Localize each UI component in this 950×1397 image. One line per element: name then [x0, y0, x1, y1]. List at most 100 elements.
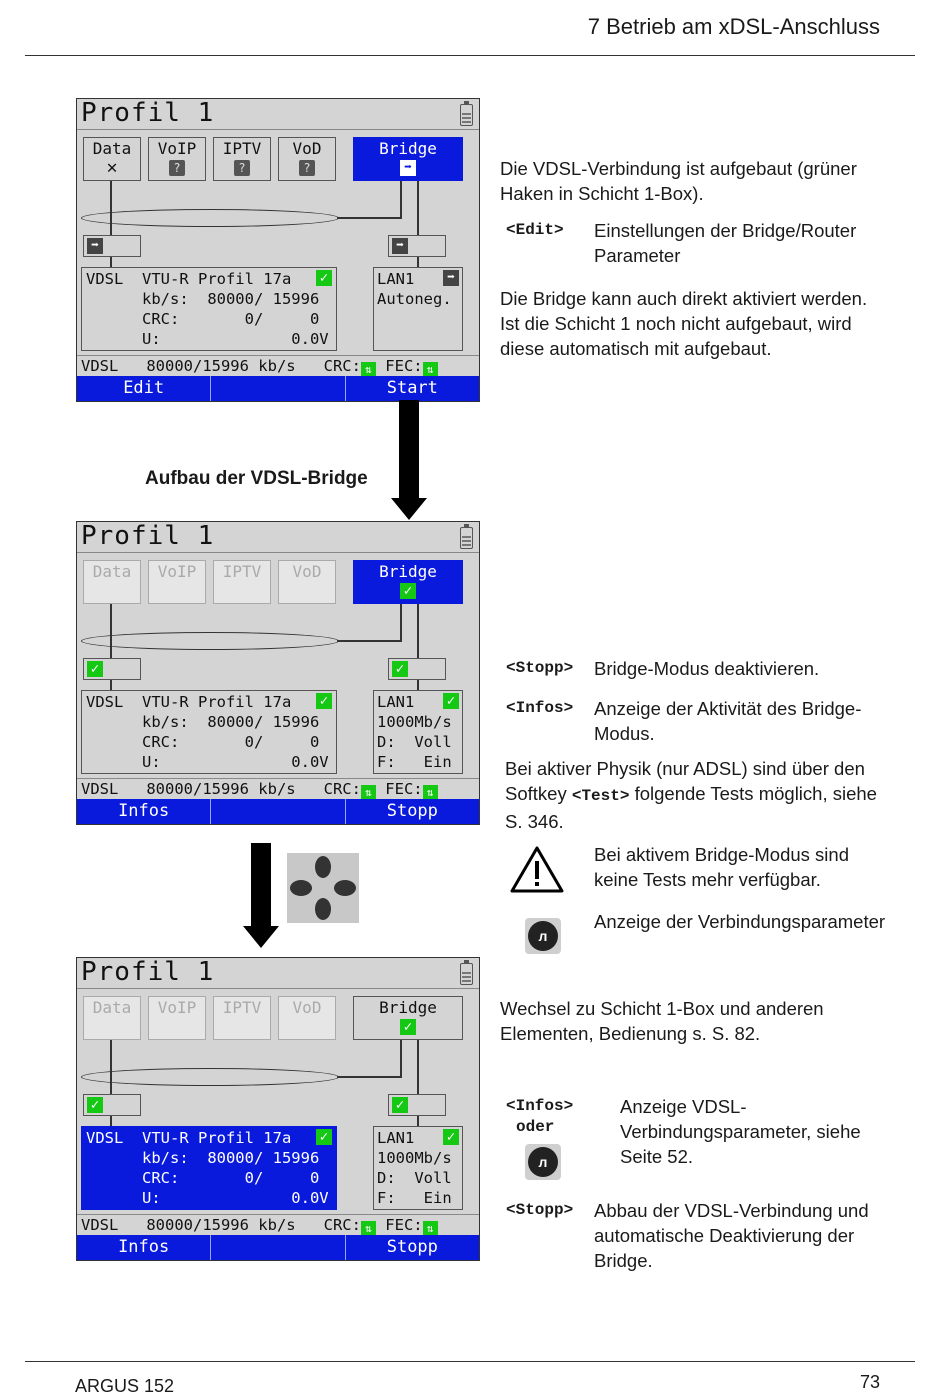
question-icon: ?	[299, 160, 315, 176]
key-edit: <Edit>	[506, 221, 564, 239]
check-icon: ✓	[400, 583, 416, 599]
softkey-stopp[interactable]: Stopp	[386, 801, 438, 821]
updown-icon: ⇅	[360, 1221, 376, 1236]
connector-line	[337, 217, 401, 219]
softkey-infos[interactable]: Infos	[77, 1235, 212, 1260]
footer-rule	[25, 1361, 915, 1362]
arrow-right-icon: ➡	[392, 238, 408, 254]
stopp2-description: Abbau der VDSL-Verbindung und automatisc…	[594, 1200, 869, 1271]
softkey-bar: Infos Stopp	[77, 799, 479, 824]
connector-line	[110, 604, 112, 690]
bus-oval	[81, 632, 339, 650]
updown-icon: ⇅	[360, 785, 376, 800]
check-icon: ✓	[87, 661, 103, 677]
connector-line	[417, 181, 419, 267]
screen-title: Profil 1	[81, 98, 215, 128]
function-key-icon: л	[525, 918, 561, 954]
tab-bridge[interactable]: Bridge➡	[353, 137, 463, 181]
connector-line	[400, 604, 402, 642]
connector-line	[337, 640, 401, 642]
oder-label: oder	[516, 1118, 555, 1136]
status-bar: VDSL 80000/15996 kb/s CRC:⇅ FEC:⇅	[77, 1214, 479, 1236]
tab-iptv[interactable]: IPTV?	[213, 137, 271, 181]
question-icon: ?	[169, 160, 185, 176]
tab-vod[interactable]: VoD?	[278, 137, 336, 181]
vdsl-params-box[interactable]: VDSL VTU-R Profil 17a kb/s: 80000/ 15996…	[81, 690, 337, 774]
tab-data[interactable]: Data	[83, 996, 141, 1040]
lan-status-box[interactable]: ✓	[388, 1094, 446, 1116]
tab-data[interactable]: Data✕	[83, 137, 141, 181]
connector-line	[110, 1040, 112, 1126]
bus-oval	[81, 209, 339, 227]
device-screen-1: Profil 1 Data✕ VoIP? IPTV? VoD? Bridge➡ …	[76, 98, 480, 402]
battery-icon	[460, 960, 473, 985]
softkey-infos[interactable]: Infos	[77, 799, 212, 824]
flow-arrow-head	[391, 498, 427, 520]
check-icon: ✓	[87, 1097, 103, 1113]
device-screen-2: Profil 1 Data VoIP IPTV VoD Bridge✓ ✓ ✓ …	[76, 521, 480, 825]
softkey-empty[interactable]	[211, 376, 346, 401]
screen-title: Profil 1	[81, 957, 215, 987]
updown-icon: ⇅	[422, 362, 438, 377]
infos-description: Anzeige der Aktivität des Bridge-Modus.	[594, 698, 862, 744]
lan-status-box[interactable]: ➡	[388, 235, 446, 257]
softkey-empty[interactable]	[211, 1235, 346, 1260]
cross-icon: ✕	[106, 157, 118, 178]
title-divider	[77, 552, 479, 553]
paragraph-connection-established: Die VDSL-Verbindung ist aufgebaut (grüne…	[500, 158, 857, 204]
arrow-right-icon: ➡	[87, 238, 103, 254]
status-bar: VDSL 80000/15996 kb/s CRC:⇅ FEC:⇅	[77, 355, 479, 377]
tab-bridge[interactable]: Bridge✓	[353, 560, 463, 604]
layer1-box[interactable]: ➡	[83, 235, 141, 257]
paragraph-bridge-direct: Die Bridge kann auch direkt aktiviert we…	[500, 288, 868, 359]
key-infos: <Infos>	[506, 699, 574, 717]
key-test: <Test>	[571, 787, 630, 805]
bus-oval	[81, 1068, 339, 1086]
key-stopp-2: <Stopp>	[506, 1201, 574, 1219]
arrow-right-icon: ➡	[400, 160, 416, 176]
chapter-header: 7 Betrieb am xDSL-Anschluss	[587, 14, 880, 39]
tab-voip[interactable]: VoIP	[148, 560, 206, 604]
layer1-box[interactable]: ✓	[83, 658, 141, 680]
softkey-start[interactable]: Start	[386, 378, 438, 398]
vdsl-params-box-selected[interactable]: VDSL VTU-R Profil 17a kb/s: 80000/ 15996…	[81, 1126, 337, 1210]
softkey-bar: Edit Start	[77, 376, 479, 401]
updown-icon: ⇅	[422, 785, 438, 800]
tab-data[interactable]: Data	[83, 560, 141, 604]
vdsl-params-box[interactable]: VDSL VTU-R Profil 17a kb/s: 80000/ 15996…	[81, 267, 337, 351]
lan-status-box[interactable]: ✓	[388, 658, 446, 680]
tab-bridge[interactable]: Bridge✓	[353, 996, 463, 1040]
flow-arrow-head	[243, 926, 279, 948]
tab-voip[interactable]: VoIP	[148, 996, 206, 1040]
arrow-right-icon: ➡	[443, 270, 459, 286]
layer1-box[interactable]: ✓	[83, 1094, 141, 1116]
battery-icon	[460, 101, 473, 126]
key-infos-2: <Infos>	[506, 1097, 574, 1115]
softkey-edit[interactable]: Edit	[77, 376, 212, 401]
warning-text: Bei aktivem Bridge-Modus sind keine Test…	[594, 844, 849, 890]
header-rule	[25, 55, 915, 56]
connector-line	[400, 1040, 402, 1078]
tab-vod[interactable]: VoD	[278, 560, 336, 604]
check-icon: ✓	[392, 661, 408, 677]
dpad-icon	[287, 853, 359, 923]
key-stopp: <Stopp>	[506, 659, 574, 677]
tab-iptv[interactable]: IPTV	[213, 560, 271, 604]
updown-icon: ⇅	[360, 362, 376, 377]
title-divider	[77, 988, 479, 989]
tab-vod[interactable]: VoD	[278, 996, 336, 1040]
check-icon: ✓	[316, 1129, 332, 1145]
paragraph-navigation: Wechsel zu Schicht 1-Box und anderen Ele…	[500, 998, 824, 1044]
tab-voip[interactable]: VoIP?	[148, 137, 206, 181]
screen-title: Profil 1	[81, 521, 215, 551]
softkey-empty[interactable]	[211, 799, 346, 824]
status-bar: VDSL 80000/15996 kb/s CRC:⇅ FEC:⇅	[77, 778, 479, 800]
connection-params-text: Anzeige der Verbindungsparameter	[594, 911, 886, 932]
softkey-stopp[interactable]: Stopp	[386, 1237, 438, 1257]
function-key-icon: л	[525, 1144, 561, 1180]
tab-iptv[interactable]: IPTV	[213, 996, 271, 1040]
connector-line	[417, 604, 419, 690]
